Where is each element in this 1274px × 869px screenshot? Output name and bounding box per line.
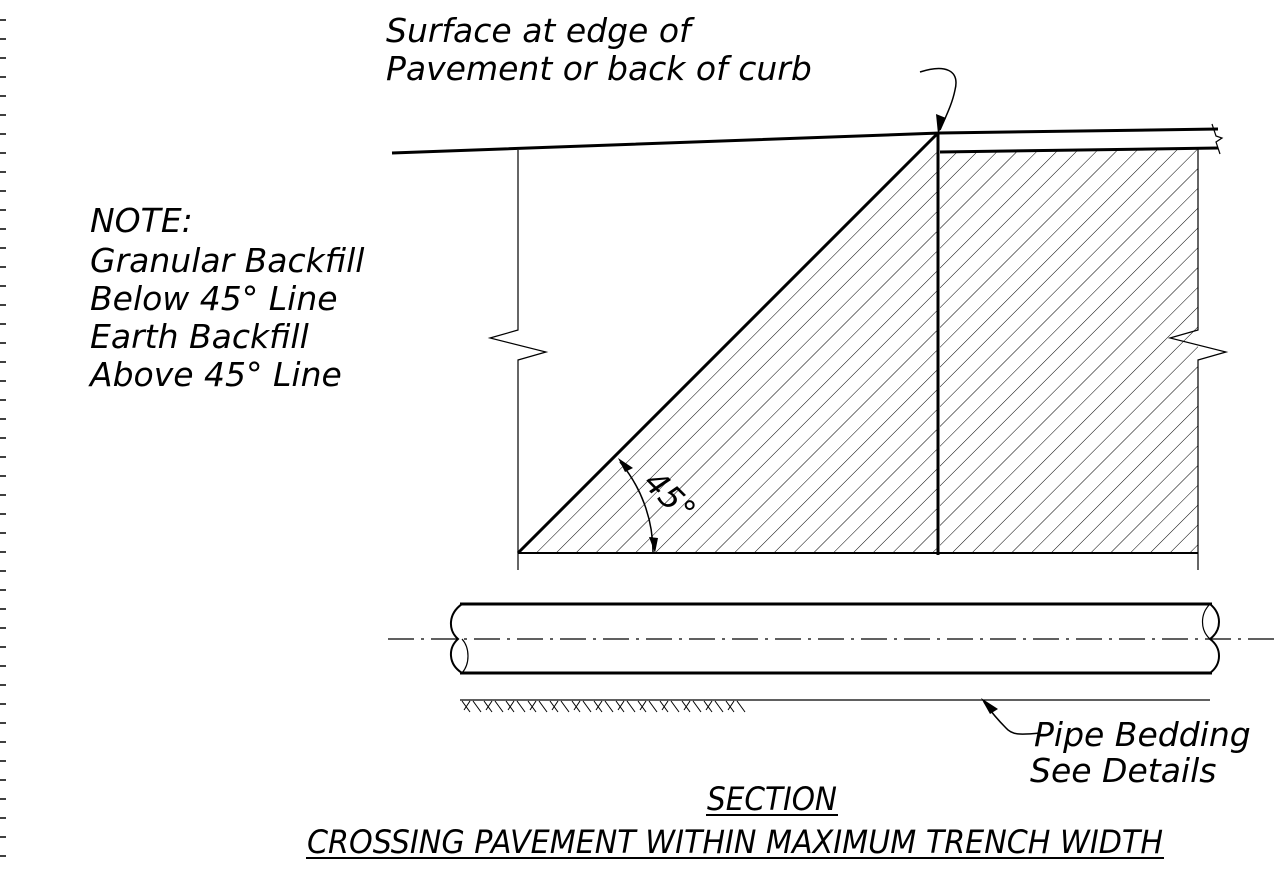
bedding-hatch-stroke bbox=[463, 700, 471, 711]
bedding-hatch-stroke bbox=[472, 700, 482, 713]
section-subtitle: CROSSING PAVEMENT WITHIN MAXIMUM TRENCH … bbox=[307, 823, 1163, 861]
bedding-hatch-stroke bbox=[670, 700, 680, 713]
bedding-hatch-stroke bbox=[516, 700, 526, 713]
bedding-hatch-stroke bbox=[626, 700, 636, 713]
left-trench-wall bbox=[487, 150, 549, 570]
note-title: NOTE: bbox=[90, 201, 193, 240]
pavement-bottom-line bbox=[939, 146, 1219, 154]
ground-surface-line bbox=[391, 127, 1219, 155]
bedding-hatch-stroke bbox=[683, 700, 691, 711]
surface-leader-arrowhead bbox=[936, 114, 946, 134]
bedding-hatch-stroke bbox=[507, 700, 515, 711]
pipe-bedding-hatch bbox=[461, 700, 746, 713]
bedding-leader-arrowhead bbox=[981, 698, 998, 714]
note-line1: Granular Backfill bbox=[90, 241, 364, 280]
bedding-hatch-stroke bbox=[529, 700, 537, 711]
bedding-hatch-stroke bbox=[551, 700, 559, 711]
section-title: SECTION bbox=[707, 780, 837, 818]
angle-arrowhead-bottom bbox=[649, 537, 658, 553]
surface-label-line2: Pavement or back of curb bbox=[386, 49, 812, 88]
bedding-hatch-stroke bbox=[494, 700, 504, 713]
bedding-hatch-stroke bbox=[727, 700, 735, 711]
note-line3: Earth Backfill bbox=[90, 317, 309, 356]
bedding-hatch-stroke bbox=[736, 700, 746, 713]
bedding-hatch-stroke bbox=[560, 700, 570, 713]
left-edge-tick-marks bbox=[0, 19, 6, 857]
note-line4: Above 45° Line bbox=[88, 355, 342, 394]
bedding-hatch-stroke bbox=[538, 700, 548, 713]
bedding-hatch-stroke bbox=[485, 700, 493, 711]
bedding-hatch-stroke bbox=[604, 700, 614, 713]
bedding-hatch-stroke bbox=[661, 700, 669, 711]
bedding-label-line1: Pipe Bedding bbox=[1034, 715, 1251, 754]
bedding-hatch-stroke bbox=[705, 700, 713, 711]
right-trench-wall bbox=[1167, 149, 1229, 570]
bedding-hatch-stroke bbox=[582, 700, 592, 713]
bedding-hatch-stroke bbox=[648, 700, 658, 713]
note-line2: Below 45° Line bbox=[90, 279, 338, 318]
bedding-hatch-stroke bbox=[714, 700, 724, 713]
bedding-label-line2: See Details bbox=[1030, 751, 1216, 790]
bedding-hatch-stroke bbox=[639, 700, 647, 711]
bedding-hatch-stroke bbox=[595, 700, 603, 711]
pavement-break-mark bbox=[1211, 123, 1224, 155]
bedding-hatch-stroke bbox=[692, 700, 702, 713]
surface-label-line1: Surface at edge of bbox=[386, 11, 695, 50]
forty-five-degree-line bbox=[516, 131, 940, 555]
bedding-hatch-stroke bbox=[573, 700, 581, 711]
bedding-hatch-stroke bbox=[617, 700, 625, 711]
angle-arrowhead-top bbox=[618, 458, 633, 472]
trench-backfill-hatch bbox=[940, 149, 1198, 553]
